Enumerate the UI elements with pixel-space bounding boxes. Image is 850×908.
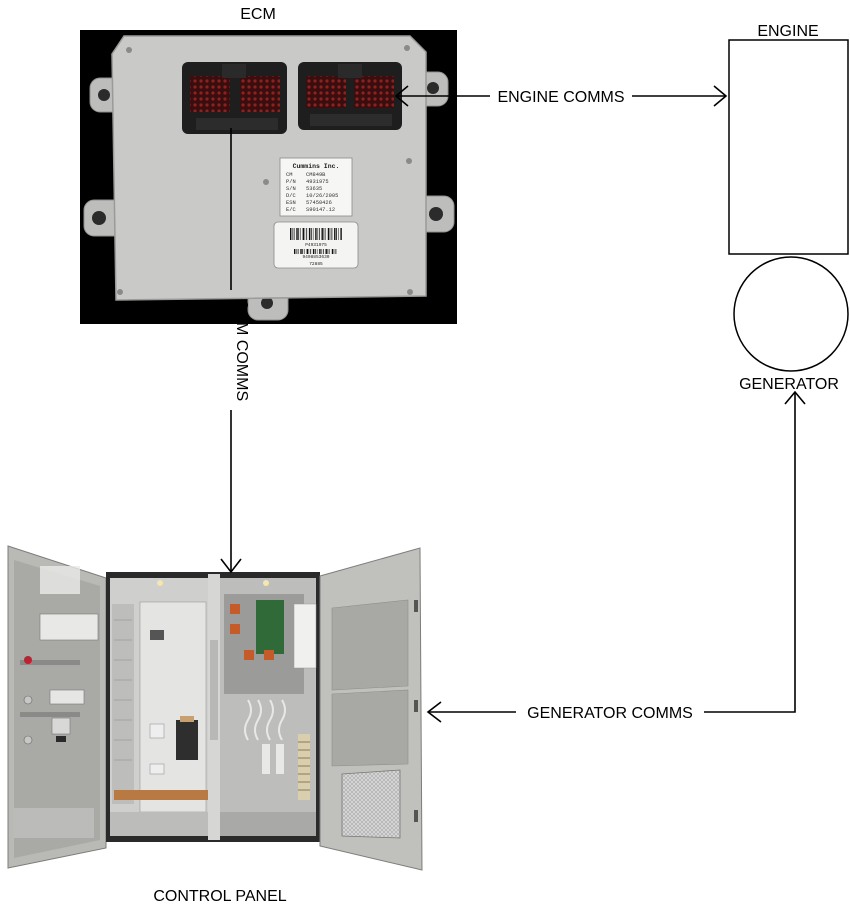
barcode-bar <box>306 228 308 240</box>
barcode-bar <box>333 249 335 254</box>
barcode-bars <box>290 228 342 240</box>
barcode-bar <box>312 228 314 240</box>
ecm-barcode-code-top: P4931975 <box>305 242 327 248</box>
connection-lines <box>220 85 806 723</box>
barcode-bar <box>315 228 317 240</box>
engine-label: ENGINE <box>757 23 818 40</box>
generator-circle <box>733 256 849 372</box>
barcode-bar <box>316 249 318 254</box>
barcode-bar <box>308 228 311 240</box>
generator-comms-line-right <box>704 392 796 713</box>
barcode-bar <box>297 249 299 254</box>
barcode-bar <box>325 249 327 254</box>
barcode-bar <box>310 249 312 254</box>
ecm-plate-value: CM849B <box>306 172 326 178</box>
barcode-bar <box>323 228 325 240</box>
ecm-plate-value: 4931975 <box>306 179 329 185</box>
engine-comms-label: ENGINE COMMS <box>497 89 624 106</box>
barcode-bar <box>321 228 323 240</box>
barcode-bar <box>304 228 306 240</box>
ecm-plate-value: 57450426 <box>306 200 332 206</box>
control-panel-cabinet <box>7 545 423 871</box>
control-panel-label: CONTROL PANEL <box>153 888 286 905</box>
barcode-bar <box>296 228 298 240</box>
barcode-bar <box>329 228 331 240</box>
barcode-bar <box>338 228 339 240</box>
barcode-bar <box>340 228 342 240</box>
ecm-plate-value: 10/26/2005 <box>306 193 338 199</box>
barcode-bar <box>292 228 293 240</box>
barcode-bar <box>325 228 326 240</box>
ecm-id-plate: Cummins Inc. CM CM849B P/N 4931975 S/N 5… <box>279 157 353 217</box>
ecm-plate-maker: Cummins Inc. <box>293 163 340 170</box>
ecm-barcode-code-mid: 9408853630 <box>302 254 329 260</box>
barcode-bar <box>298 228 300 240</box>
barcode-bar <box>331 228 333 240</box>
generator-comms-label: GENERATOR COMMS <box>527 705 693 722</box>
barcode-bar <box>300 249 302 254</box>
ecm-plate-key: S/N <box>286 186 296 192</box>
ecm-plate-key: D/C <box>286 193 296 199</box>
barcode-bar <box>327 228 330 240</box>
barcode-bar <box>327 249 329 254</box>
barcode-bar <box>329 249 330 254</box>
barcode-bar <box>302 249 304 254</box>
ecm-barcode-sticker: P4931975 9408853630 72885 <box>273 221 359 269</box>
engine-comms-arrow-ecm <box>394 85 409 107</box>
barcode-bar <box>335 249 337 254</box>
barcode-bar <box>334 228 336 240</box>
barcode-bar <box>294 249 296 254</box>
barcode-bar <box>312 249 315 254</box>
barcode-bar <box>310 228 312 240</box>
barcode-bar <box>317 228 318 240</box>
barcode-bar <box>336 228 337 240</box>
cabinet-circuit-board <box>256 600 284 654</box>
oem-comms-arrow-panel <box>220 558 242 574</box>
engine-comms-arrow-engine <box>713 85 728 107</box>
ecm-plate-value: S90147.12 <box>306 207 335 213</box>
barcode-bar <box>331 249 334 254</box>
barcode-bar <box>308 249 310 254</box>
cabinet-breaker <box>176 720 198 760</box>
generator-comms-arrow-panel <box>426 701 442 723</box>
ecm-plate-key: P/N <box>286 179 296 185</box>
barcode-bar <box>314 249 316 254</box>
ecm-unit: Cummins Inc. CM CM849B P/N 4931975 S/N 5… <box>80 30 457 324</box>
barcode-bar <box>293 228 295 240</box>
barcode-bar <box>290 228 292 240</box>
barcode-bar <box>306 249 308 254</box>
ecm-plate-key: ESN <box>286 200 296 206</box>
ecm-connector-left <box>182 62 287 134</box>
ecm-plate-key: E/C <box>286 207 296 213</box>
generator-comms-arrow-generator <box>784 390 806 405</box>
barcode-bar <box>302 228 304 240</box>
barcode-bar <box>321 249 322 254</box>
cabinet-vent-filter <box>341 769 401 839</box>
engine-box <box>728 39 849 255</box>
barcode-bar <box>296 249 297 254</box>
barcode-bar <box>300 228 301 240</box>
ecm-plate-value: 53635 <box>306 186 322 192</box>
barcode-bars <box>294 249 337 254</box>
oem-comms-label: OEM COMMS <box>233 299 250 401</box>
ecm-connector-right <box>298 62 402 130</box>
generator-label: GENERATOR <box>739 376 839 393</box>
ecm-barcode-code-bottom: 72885 <box>309 261 323 267</box>
barcode-bar <box>318 228 320 240</box>
ecm-label: ECM <box>240 6 276 23</box>
barcode-bar <box>322 249 324 254</box>
barcode-bar <box>304 249 305 254</box>
barcode-bar <box>319 249 321 254</box>
ecm-plate-key: CM <box>286 172 292 178</box>
